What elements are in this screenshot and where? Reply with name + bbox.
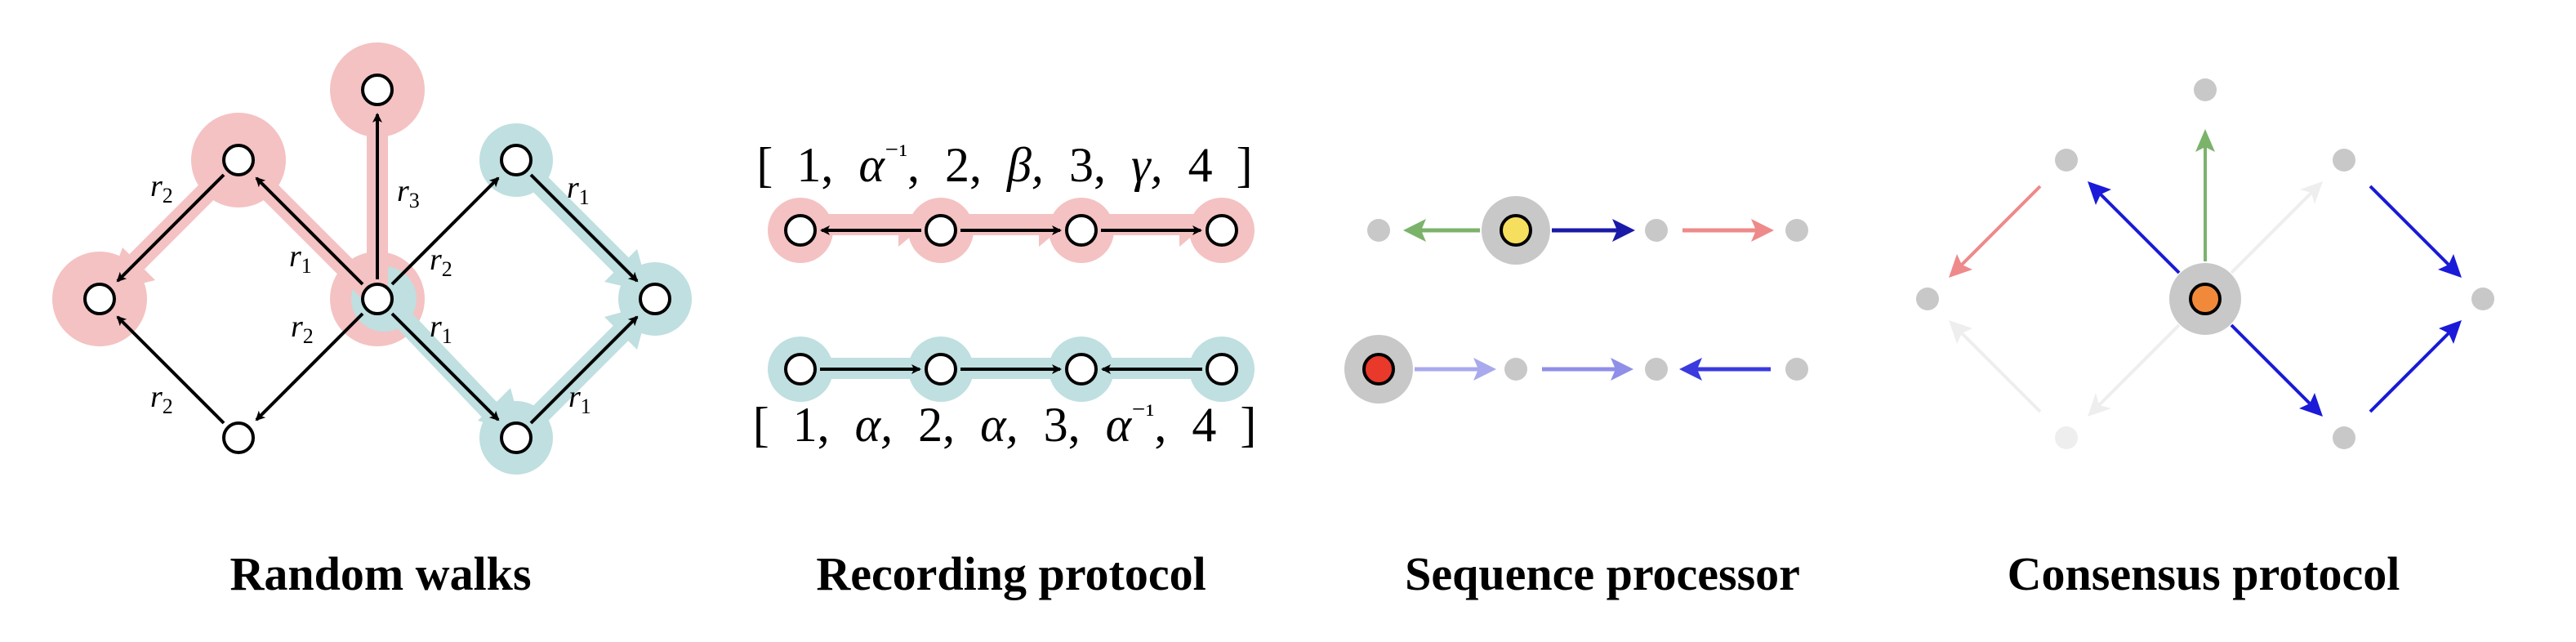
node-bottom-right — [500, 421, 533, 454]
consensus-nodes — [1916, 78, 2494, 449]
chain-bottom-node-3 — [1065, 353, 1098, 386]
cons-dot-top — [2194, 78, 2217, 101]
cons-blue-dr-head — [2299, 393, 2323, 417]
label-r1-a: r1 — [289, 239, 312, 278]
proc-darkblue-arrow-head — [1612, 219, 1635, 242]
cons-dot-lower-right — [2333, 426, 2355, 449]
cons-blue-ul-head — [2088, 181, 2111, 205]
edge-bottomright-right — [529, 315, 639, 425]
label-r2-c: r2 — [291, 310, 314, 348]
sequence-bottom: [ 1, α, 2, α, 3, α⁻¹, 4 ] — [753, 398, 1257, 452]
cons-blue-ur-right-shaft — [2369, 185, 2450, 266]
edge-center-leftupper — [255, 176, 364, 286]
cons-faint-dl-head — [2088, 393, 2111, 417]
cons-salmon-shaft — [1960, 185, 2042, 266]
label-r2-a: r2 — [150, 169, 173, 207]
cons-dot-upper-right — [2333, 149, 2355, 172]
sequence-top: [ 1, α⁻¹, 2, β, 3, γ, 4 ] — [756, 138, 1252, 192]
chain-top-band — [800, 214, 1225, 235]
cons-dot-left — [1916, 288, 1939, 310]
chain-top-node-2 — [925, 214, 957, 247]
cons-dot-right — [2471, 288, 2494, 310]
chain-top-node-3 — [1065, 214, 1098, 247]
recording-protocol-panel: [ 1, α⁻¹, 2, β, 3, γ, 4 ] — [753, 138, 1257, 600]
proc-top-dot-4 — [1785, 219, 1808, 242]
edge-topright-right — [529, 173, 639, 283]
node-bottom-left — [222, 421, 255, 454]
node-top-right — [500, 144, 533, 176]
node-left-upper — [222, 144, 255, 176]
node-top — [361, 74, 394, 106]
edge-center-topright — [390, 176, 500, 286]
node-center — [361, 283, 394, 315]
cons-faint-ur-head — [2300, 181, 2323, 204]
proc-lightblue-arrow-1-head — [1473, 358, 1496, 381]
caption-random-walks: Random walks — [230, 547, 531, 600]
cons-blue-dr-shaft — [2230, 323, 2311, 405]
proc-lightblue-arrow-2-head — [1611, 358, 1633, 381]
edge-leftupper-left — [116, 173, 225, 283]
chain-top-node-4 — [1206, 214, 1238, 247]
caption-sequence-processor: Sequence processor — [1405, 547, 1800, 600]
chain-bottom — [768, 337, 1255, 402]
proc-bottom-dot-2 — [1504, 358, 1527, 381]
teal-walk-arrowhead-1 — [478, 388, 523, 433]
node-right — [639, 283, 671, 315]
proc-green-arrow-head — [1403, 219, 1426, 242]
edge-labels: r2 r3 r1 r2 r1 r2 r1 r2 r1 — [150, 169, 591, 418]
consensus-protocol-panel: Consensus protocol — [1916, 78, 2494, 600]
chain-bottom-node-1 — [784, 353, 817, 386]
cons-blue-lr-right-head — [2439, 320, 2462, 344]
chain-bottom-node-2 — [925, 353, 957, 386]
edge-bottomleft-left — [116, 315, 225, 425]
cons-center-orange-node — [2189, 283, 2222, 315]
chain-bottom-node-4 — [1206, 353, 1238, 386]
edge-center-bottomleft — [255, 312, 364, 421]
proc-bottom-dot-4 — [1785, 358, 1808, 381]
cons-blue-lr-right-shaft — [2369, 332, 2450, 413]
node-left — [83, 283, 116, 315]
caption-recording-protocol: Recording protocol — [816, 547, 1206, 600]
chain-top-node-1 — [784, 214, 817, 247]
label-r2-b: r2 — [430, 243, 452, 281]
proc-salmon-arrow-head — [1751, 219, 1774, 242]
cons-faint-ur-shaft — [2230, 191, 2313, 274]
proc-top-yellow-node — [1500, 214, 1532, 247]
walk-highlights — [52, 42, 692, 475]
proc-blue-arrow-left-head — [1679, 358, 1702, 381]
caption-consensus-protocol: Consensus protocol — [2008, 547, 2400, 600]
label-r1-c: r1 — [430, 310, 452, 348]
sequence-processor-panel: Sequence processor — [1344, 196, 1808, 600]
cons-dot-lower-left — [2055, 426, 2078, 449]
cons-salmon-head — [1949, 254, 1972, 278]
label-r2-d: r2 — [150, 380, 173, 418]
graph-edges — [116, 113, 639, 425]
proc-bottom-dot-3 — [1645, 358, 1668, 381]
label-r1-b: r1 — [567, 171, 590, 209]
label-r3: r3 — [397, 174, 420, 212]
cons-faint-dl-shaft — [2097, 323, 2181, 407]
cons-dot-upper-left — [2055, 149, 2078, 172]
edge-center-bottomright — [390, 312, 500, 421]
processor-row-top — [1367, 196, 1808, 265]
consensus-arrows — [1949, 129, 2462, 417]
proc-top-dot-3 — [1645, 219, 1668, 242]
cons-blue-ul-shaft — [2099, 193, 2181, 274]
cons-green-arrow-head — [2195, 129, 2215, 152]
processor-row-bottom — [1344, 335, 1808, 403]
chain-top — [768, 198, 1255, 263]
proc-bottom-red-node — [1362, 353, 1395, 386]
cons-faint-ll-shaft — [1960, 332, 2042, 413]
graph-nodes — [83, 74, 671, 454]
label-r1-d: r1 — [568, 380, 591, 418]
proc-top-dot-1 — [1367, 219, 1390, 242]
random-walks-panel: r2 r3 r1 r2 r1 r2 r1 r2 r1 Random walks — [52, 42, 692, 600]
cons-blue-ur-right-head — [2438, 254, 2462, 278]
cons-faint-ll-head — [1949, 320, 1972, 344]
